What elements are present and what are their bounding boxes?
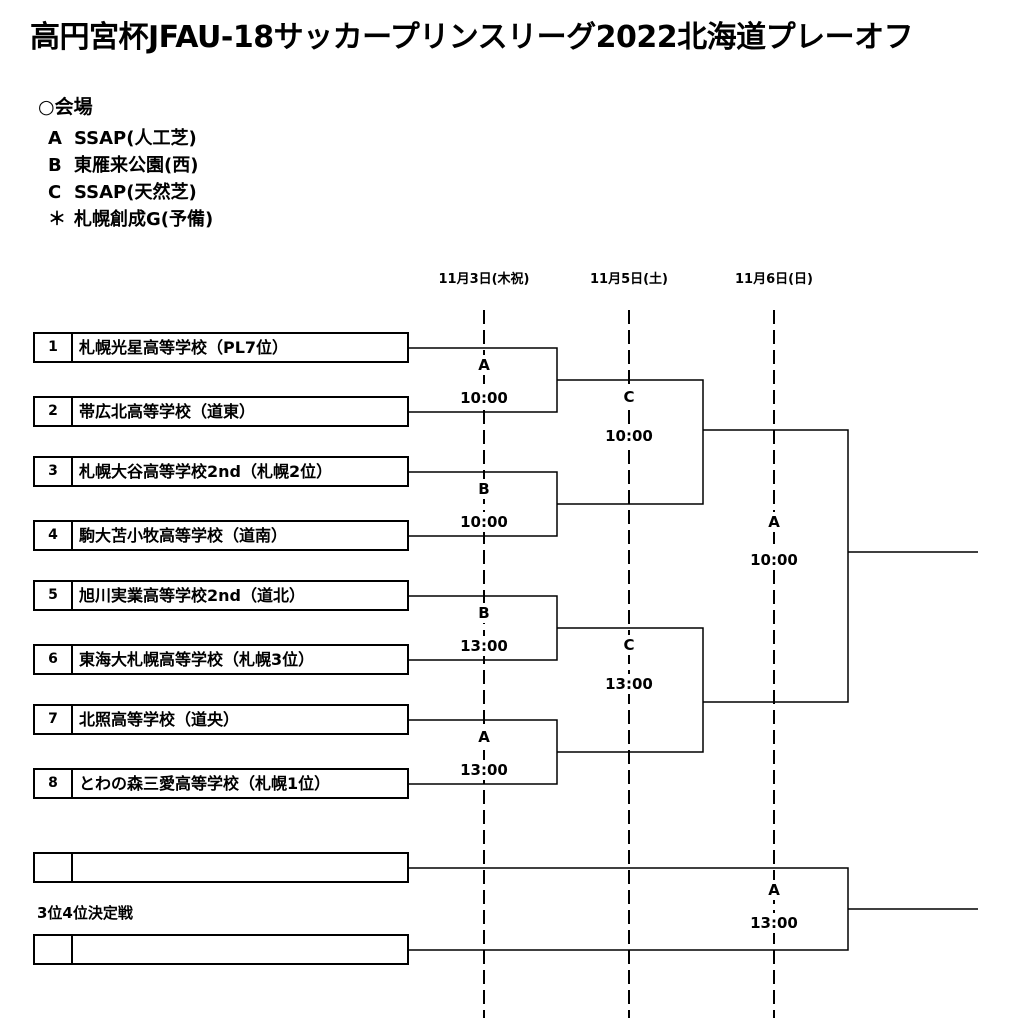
match-time: 10:00: [734, 550, 814, 570]
match-venue: A: [734, 512, 814, 532]
date-label-day2: 11月5日(土): [589, 272, 669, 287]
team-name: 北照高等学校（道央）: [79, 710, 240, 729]
team-number: 7: [35, 706, 73, 733]
team-name: 駒大苫小牧高等学校（道南）: [79, 526, 288, 545]
match-venue: A: [734, 880, 814, 900]
match-time: 13:00: [589, 674, 669, 694]
match-venue: B: [444, 603, 524, 623]
venue-heading: ○会場: [38, 96, 93, 118]
date-label-day3: 11月6日(日): [734, 272, 814, 287]
match-venue: C: [589, 635, 669, 655]
match-venue: A: [444, 355, 524, 375]
team-box-6: 6 東海大札幌高等学校（札幌3位）: [33, 644, 409, 675]
team-name: 札幌光星高等学校（PL7位）: [79, 338, 289, 357]
team-number: 8: [35, 770, 73, 797]
team-number: [35, 936, 73, 963]
team-name: 帯広北高等学校（道東）: [79, 402, 256, 421]
team-box-2: 2 帯広北高等学校（道東）: [33, 396, 409, 427]
match-time: 10:00: [444, 388, 524, 408]
team-name: [73, 936, 79, 963]
team-number: 1: [35, 334, 73, 361]
third-place-box-2: [33, 934, 409, 965]
team-number: 5: [35, 582, 73, 609]
bracket-r2-m1: [557, 379, 704, 505]
team-box-1: 1 札幌光星高等学校（PL7位）: [33, 332, 409, 363]
team-box-7: 7 北照高等学校（道央）: [33, 704, 409, 735]
match-venue: B: [444, 479, 524, 499]
team-number: [35, 854, 73, 881]
bracket-final: [703, 429, 849, 703]
page-title: 高円宮杯JFAU-18サッカープリンスリーグ2022北海道プレーオフ: [30, 20, 914, 55]
team-name: 札幌大谷高等学校2nd（札幌2位）: [79, 462, 333, 481]
team-box-3: 3 札幌大谷高等学校2nd（札幌2位）: [33, 456, 409, 487]
third-place-label: 3位4位決定戦: [37, 904, 133, 922]
team-number: 6: [35, 646, 73, 673]
match-time: 13:00: [734, 913, 814, 933]
team-name: 東海大札幌高等学校（札幌3位）: [79, 650, 315, 669]
team-name: 旭川実業高等学校2nd（道北）: [79, 586, 305, 605]
team-box-4: 4 駒大苫小牧高等学校（道南）: [33, 520, 409, 551]
match-time: 10:00: [444, 512, 524, 532]
team-name: とわの森三愛高等学校（札幌1位）: [79, 774, 331, 793]
match-time: 13:00: [444, 760, 524, 780]
match-time: 13:00: [444, 636, 524, 656]
match-venue: C: [589, 387, 669, 407]
venue-item: ＊札幌創成G(予備): [48, 209, 214, 230]
bracket-r2-m2: [557, 627, 704, 753]
date-label-day1: 11月3日(木祝): [438, 272, 530, 287]
team-name: [73, 854, 79, 881]
team-number: 3: [35, 458, 73, 485]
team-box-8: 8 とわの森三愛高等学校（札幌1位）: [33, 768, 409, 799]
match-time: 10:00: [589, 426, 669, 446]
team-box-5: 5 旭川実業高等学校2nd（道北）: [33, 580, 409, 611]
third-place-box-1: [33, 852, 409, 883]
match-venue: A: [444, 727, 524, 747]
team-number: 4: [35, 522, 73, 549]
team-number: 2: [35, 398, 73, 425]
